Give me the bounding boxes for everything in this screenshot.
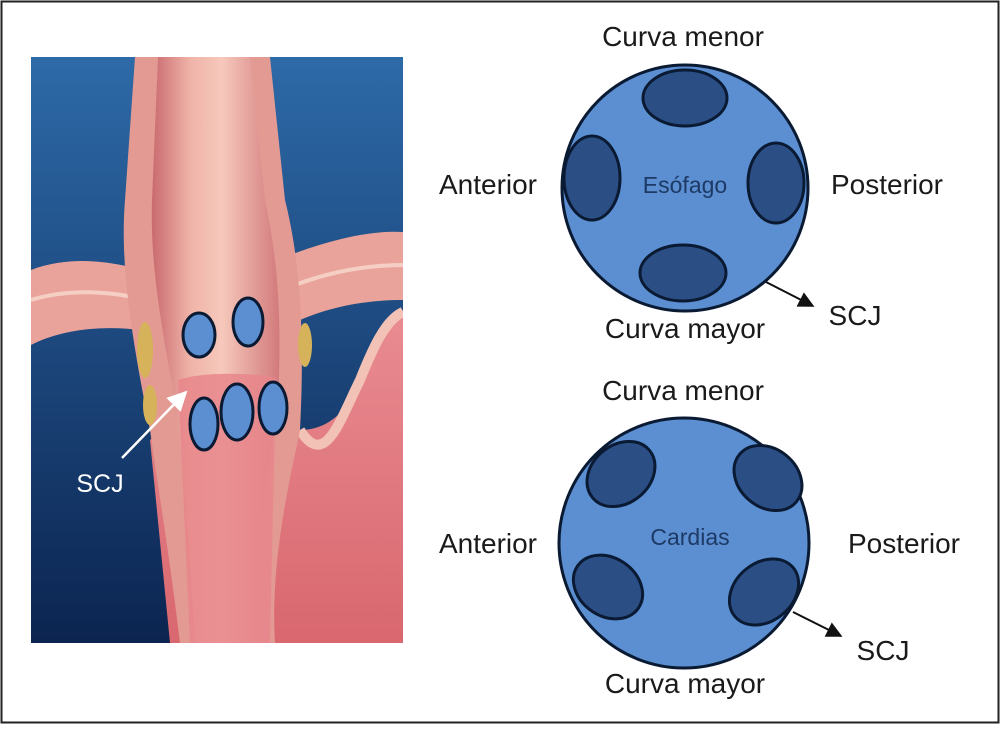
lesion-lower-3 <box>257 380 289 436</box>
diagram-cardia: Cardias Curva menor Curva mayor Anterior… <box>439 375 960 699</box>
esophagus-bottom-label: Curva mayor <box>605 313 765 344</box>
diaphragm-left <box>31 261 140 345</box>
esophagus-lesion-left <box>562 134 622 222</box>
esophagus-lesion-right <box>746 141 806 225</box>
lesion-lower-1 <box>188 396 220 452</box>
fat-pad-right <box>298 323 312 367</box>
cardia-lesion-bottom-left <box>571 553 645 621</box>
diaphragm-right-stripe <box>294 263 403 287</box>
esophagus-scj-arrow <box>765 281 815 307</box>
diagram-esophagus: Esófago Curva menor Curva mayor Anterior… <box>439 21 943 344</box>
cardia-lesion-top-left <box>585 439 657 509</box>
fat-pad-left-lower <box>143 385 157 425</box>
cardia-right-label: Posterior <box>848 528 960 559</box>
illustration-arrow <box>121 390 188 459</box>
cardia-lesion-top-right <box>732 443 804 513</box>
cardia-left-label: Anterior <box>439 528 537 559</box>
cardia-lesion-bottom-right <box>727 557 801 627</box>
illustration-scj-label: SCJ <box>76 470 123 498</box>
fat-pad-left <box>137 322 153 378</box>
esophagus-center-label: Esófago <box>643 172 727 198</box>
cardia-top-label: Curva menor <box>602 375 764 406</box>
stomach-wall <box>295 307 403 450</box>
cardia-bottom-label: Curva mayor <box>605 668 765 699</box>
esophagus-lesion-bottom <box>638 243 728 303</box>
cardia-center-label: Cardias <box>650 524 729 550</box>
anatomy-illustration: SCJ <box>31 57 403 643</box>
esophagus-circle <box>560 63 810 313</box>
esophagus-left-label: Anterior <box>439 169 537 200</box>
esophagus-scj-label: SCJ <box>829 300 882 331</box>
esophagus-lesion-top <box>641 68 729 128</box>
lesion-lower-2 <box>219 382 255 442</box>
diaphragm-right <box>290 231 403 320</box>
cardia-scj-arrow <box>792 611 843 637</box>
esophagus-right-label: Posterior <box>831 169 943 200</box>
esophagus-top-label: Curva menor <box>602 21 764 52</box>
lesion-upper-2 <box>231 296 265 348</box>
lesion-upper-1 <box>181 311 217 359</box>
cardia-scj-label: SCJ <box>857 635 910 666</box>
